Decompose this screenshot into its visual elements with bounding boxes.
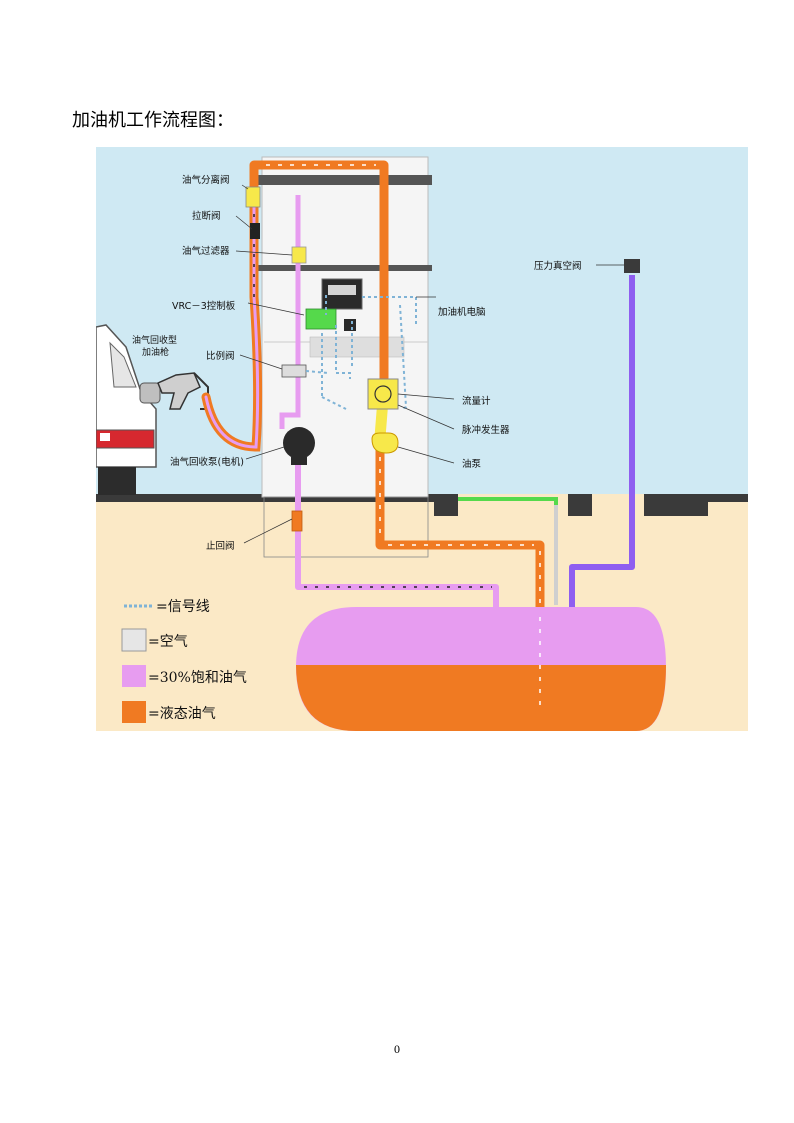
recovery-pump-motor [283, 427, 315, 459]
label-fuel-pump: 油泵 [462, 458, 482, 470]
label-nozzle-line2: 加油枪 [142, 346, 169, 358]
road-surface [96, 494, 748, 502]
label-separator-valve: 油气分离阀 [182, 174, 230, 186]
pv-vent-pipe [569, 259, 640, 607]
storage-tank [296, 607, 666, 731]
page-number: 0 [394, 1042, 400, 1056]
fuel-pump-icon [371, 432, 399, 454]
pv-valve [624, 259, 640, 273]
fuel-hose [201, 190, 263, 452]
vrc3-control-board [305, 308, 337, 330]
fuel-dispenser-diagram: 油气分离阀 拉断阀 油气过滤器 VRC－3控制板 油气回收型 加油枪 比例阀 油… [96, 147, 748, 731]
label-pulse-generator: 脉冲发生器 [462, 424, 510, 436]
legend-liquid-text: =液态油气 [148, 706, 216, 722]
breakaway-valve [250, 223, 260, 239]
label-check-valve: 止回阀 [206, 540, 235, 552]
legend: =信号线 =空气 =30%饱和油气 =液态油气 [121, 599, 247, 723]
vapor-filter [291, 246, 307, 264]
separator-valve [245, 186, 261, 208]
label-pv-valve: 压力真空阀 [534, 260, 582, 272]
flow-meter [367, 378, 399, 410]
label-proportional-valve: 比例阀 [206, 350, 235, 362]
proportional-valve [281, 364, 307, 378]
label-flow-meter: 流量计 [462, 395, 491, 407]
check-valve [291, 510, 303, 532]
legend-liquid-swatch [122, 701, 146, 723]
page-heading: 加油机工作流程图： [72, 110, 234, 131]
label-nozzle-line1: 油气回收型 [132, 334, 177, 346]
legend-vapor-text: =30%饱和油气 [148, 670, 247, 686]
label-dispenser-computer: 加油机电脑 [438, 306, 486, 318]
legend-air-text: =空气 [148, 634, 188, 650]
legend-signal-text: =信号线 [156, 599, 210, 615]
label-breakaway-valve: 拉断阀 [192, 210, 221, 222]
legend-vapor-swatch [122, 665, 146, 687]
label-vapor-filter: 油气过滤器 [182, 245, 230, 257]
dispenser-cabinet [256, 156, 432, 558]
legend-air-swatch [121, 628, 147, 652]
car [96, 324, 161, 495]
label-recovery-pump: 油气回收泵(电机) [170, 456, 244, 468]
label-control-board: VRC－3控制板 [172, 300, 236, 312]
